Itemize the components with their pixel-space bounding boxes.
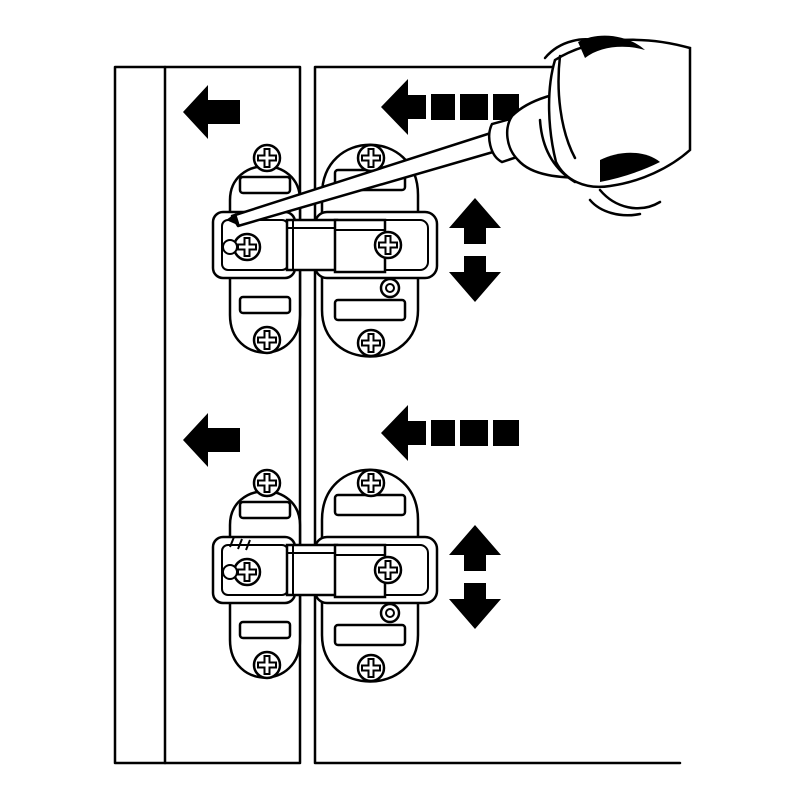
hand-icon [538,35,692,217]
arrow-up-down-icon [449,198,501,302]
arrow-left-icon [183,85,240,139]
spring-detail [229,536,251,551]
arrow-left-icon [381,405,519,461]
arrow-up-down-icon [449,525,501,629]
arrow-left-icon [183,413,240,467]
door-panel [313,65,682,765]
lower-hinge [213,470,437,682]
cabinet-side-panel [113,65,302,765]
